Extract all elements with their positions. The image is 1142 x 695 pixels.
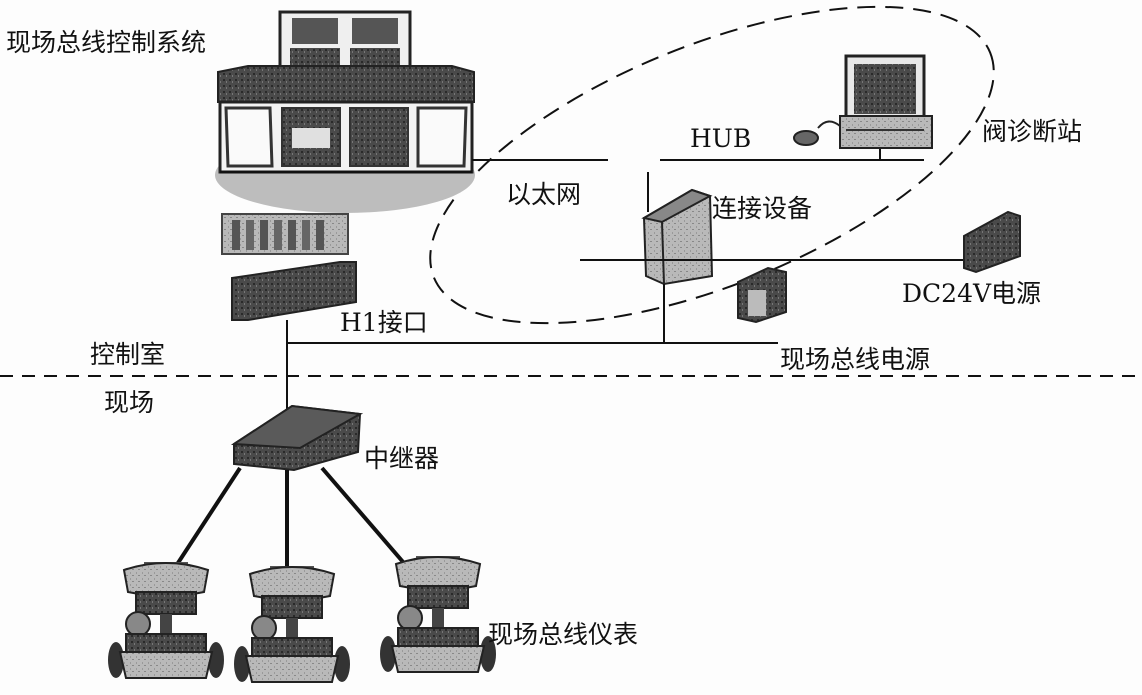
field-instruments-label: 现场总线仪表 [488,620,639,649]
diagram-title: 现场总线控制系统 [6,28,207,57]
ethernet-label: 以太网 [506,180,582,209]
h1-interface-card-icon [231,261,357,321]
power-conditioner-icon [737,266,787,324]
h1-interface-label: H1接口 [340,308,428,337]
mouse-icon [793,120,841,146]
repeater-label: 中继器 [364,444,440,473]
computer-monitor-icon [839,54,933,149]
control-valve-icon [233,565,351,683]
dc-power-supply-icon [963,210,1021,274]
link-device-label: 连接设备 [712,194,813,223]
fieldbus-supply-label: 现场总线电源 [780,345,931,374]
control-valve-icon [379,555,497,673]
hub-label: HUB [690,124,752,153]
control-room-label: 控制室 [90,340,166,369]
controller-rack-icon [221,213,349,255]
dc24v-supply-label: DC24V电源 [902,279,1042,308]
operator-console-icon [215,10,475,213]
field-line-1 [174,466,242,568]
valve-diag-station-label: 阀诊断站 [982,117,1083,146]
field-label: 现场 [104,388,155,417]
control-valve-icon [107,561,225,679]
repeater-box-icon [230,404,364,472]
link-device-icon [641,188,714,286]
